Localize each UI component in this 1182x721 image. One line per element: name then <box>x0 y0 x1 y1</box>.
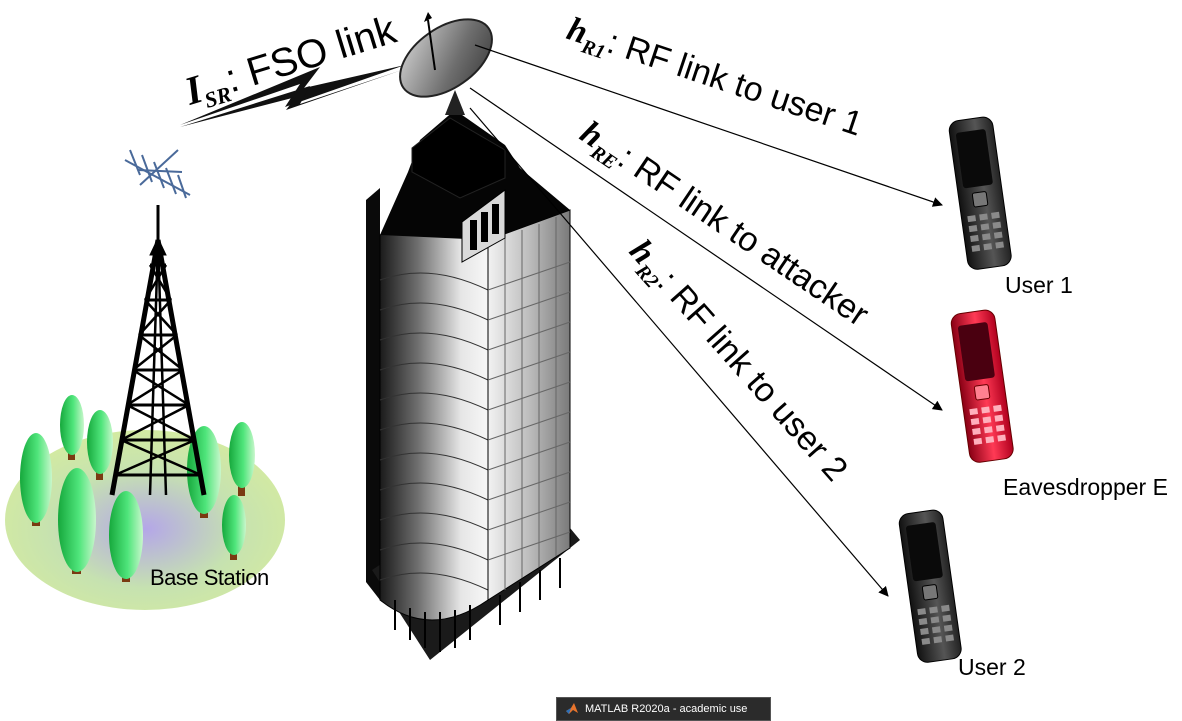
tree <box>60 395 84 460</box>
taskbar-tooltip-label: MATLAB R2020a - academic use <box>585 703 748 715</box>
lattice-tower <box>109 205 207 496</box>
rf-link-user1-line <box>474 44 943 207</box>
phone-user2-icon <box>898 509 962 663</box>
user2-label: User 2 <box>958 654 1026 680</box>
rf-link-user2-line <box>469 107 889 597</box>
tree <box>58 468 96 574</box>
tree <box>20 433 52 526</box>
tree <box>87 410 113 480</box>
tree <box>109 491 143 582</box>
rf-link-attacker-line <box>469 87 943 411</box>
tree <box>229 422 255 496</box>
matlab-icon <box>566 703 578 714</box>
yagi-antenna-icon <box>124 149 191 199</box>
svg-text:hRE: RF link to attacker: hRE: RF link to attacker <box>571 113 876 338</box>
rf-links <box>469 44 943 597</box>
relay-building <box>366 110 580 660</box>
phone-user1-icon <box>948 116 1012 270</box>
user1-label: User 1 <box>1005 272 1073 298</box>
satellite-dish-icon <box>399 12 493 115</box>
phone-eavesdropper-icon <box>950 309 1014 463</box>
taskbar-tooltip[interactable]: MATLAB R2020a - academic use <box>556 697 771 721</box>
base-station-scene <box>5 149 285 610</box>
rf-link-attacker-label: hRE: RF link to attacker <box>571 113 876 338</box>
tree <box>222 495 246 560</box>
eavesdropper-label: Eavesdropper E <box>1003 474 1168 500</box>
base-station-label: Base Station <box>150 565 269 590</box>
fso-lightning-bolt <box>180 65 405 125</box>
